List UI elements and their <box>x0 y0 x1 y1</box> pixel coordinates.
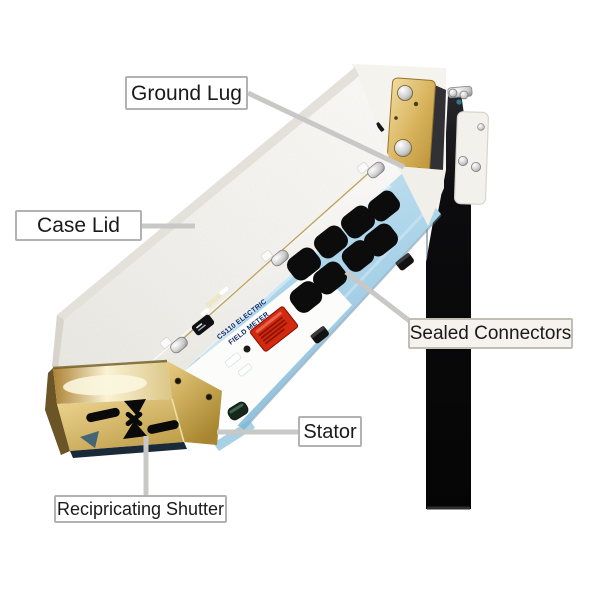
callout-sealed-connectors: Sealed Connectors <box>408 318 573 349</box>
callout-sealed-connectors-text: Sealed Connectors <box>409 323 572 344</box>
lid-latch-rail <box>152 160 404 382</box>
case-bolts <box>227 253 414 421</box>
lid-tip-bevel <box>52 315 64 368</box>
callout-recipricating-shutter: Recipricating Shutter <box>54 495 227 523</box>
warning-label <box>249 306 299 352</box>
callout-ground-lug-text: Ground Lug <box>131 81 242 105</box>
case-body: CS110 ELECTRIC FIELD METER <box>152 160 444 451</box>
panel-markings <box>200 287 253 377</box>
leader-lines <box>141 90 413 498</box>
leader-ground-lug <box>246 90 406 170</box>
callout-stator: Stator <box>298 416 362 447</box>
callout-ground-lug: Ground Lug <box>125 76 248 110</box>
case-lid-part <box>52 67 391 368</box>
callout-case-lid: Case Lid <box>15 210 142 241</box>
lid-latch-pins <box>159 161 385 354</box>
leader-sealed-connectors <box>344 270 413 324</box>
sealed-connectors-group <box>287 190 400 313</box>
case-vent-slot <box>375 122 385 132</box>
callout-stator-text: Stator <box>303 420 357 443</box>
callout-recipricating-shutter-text: Recipricating Shutter <box>56 499 225 519</box>
stator-bottom-edge <box>70 442 187 458</box>
u-bolt-nuts-top <box>447 85 473 105</box>
manufacturer-logo <box>191 314 215 336</box>
reciprocating-shutter-fan <box>86 399 179 439</box>
stator-group <box>45 359 222 458</box>
lid-edge-bevel <box>57 67 359 320</box>
pole-clamp-plate <box>454 111 489 205</box>
callout-case-lid-text: Case Lid <box>37 214 120 237</box>
case-end-cap <box>396 166 444 226</box>
u-bolt-nuts-side <box>457 123 485 172</box>
